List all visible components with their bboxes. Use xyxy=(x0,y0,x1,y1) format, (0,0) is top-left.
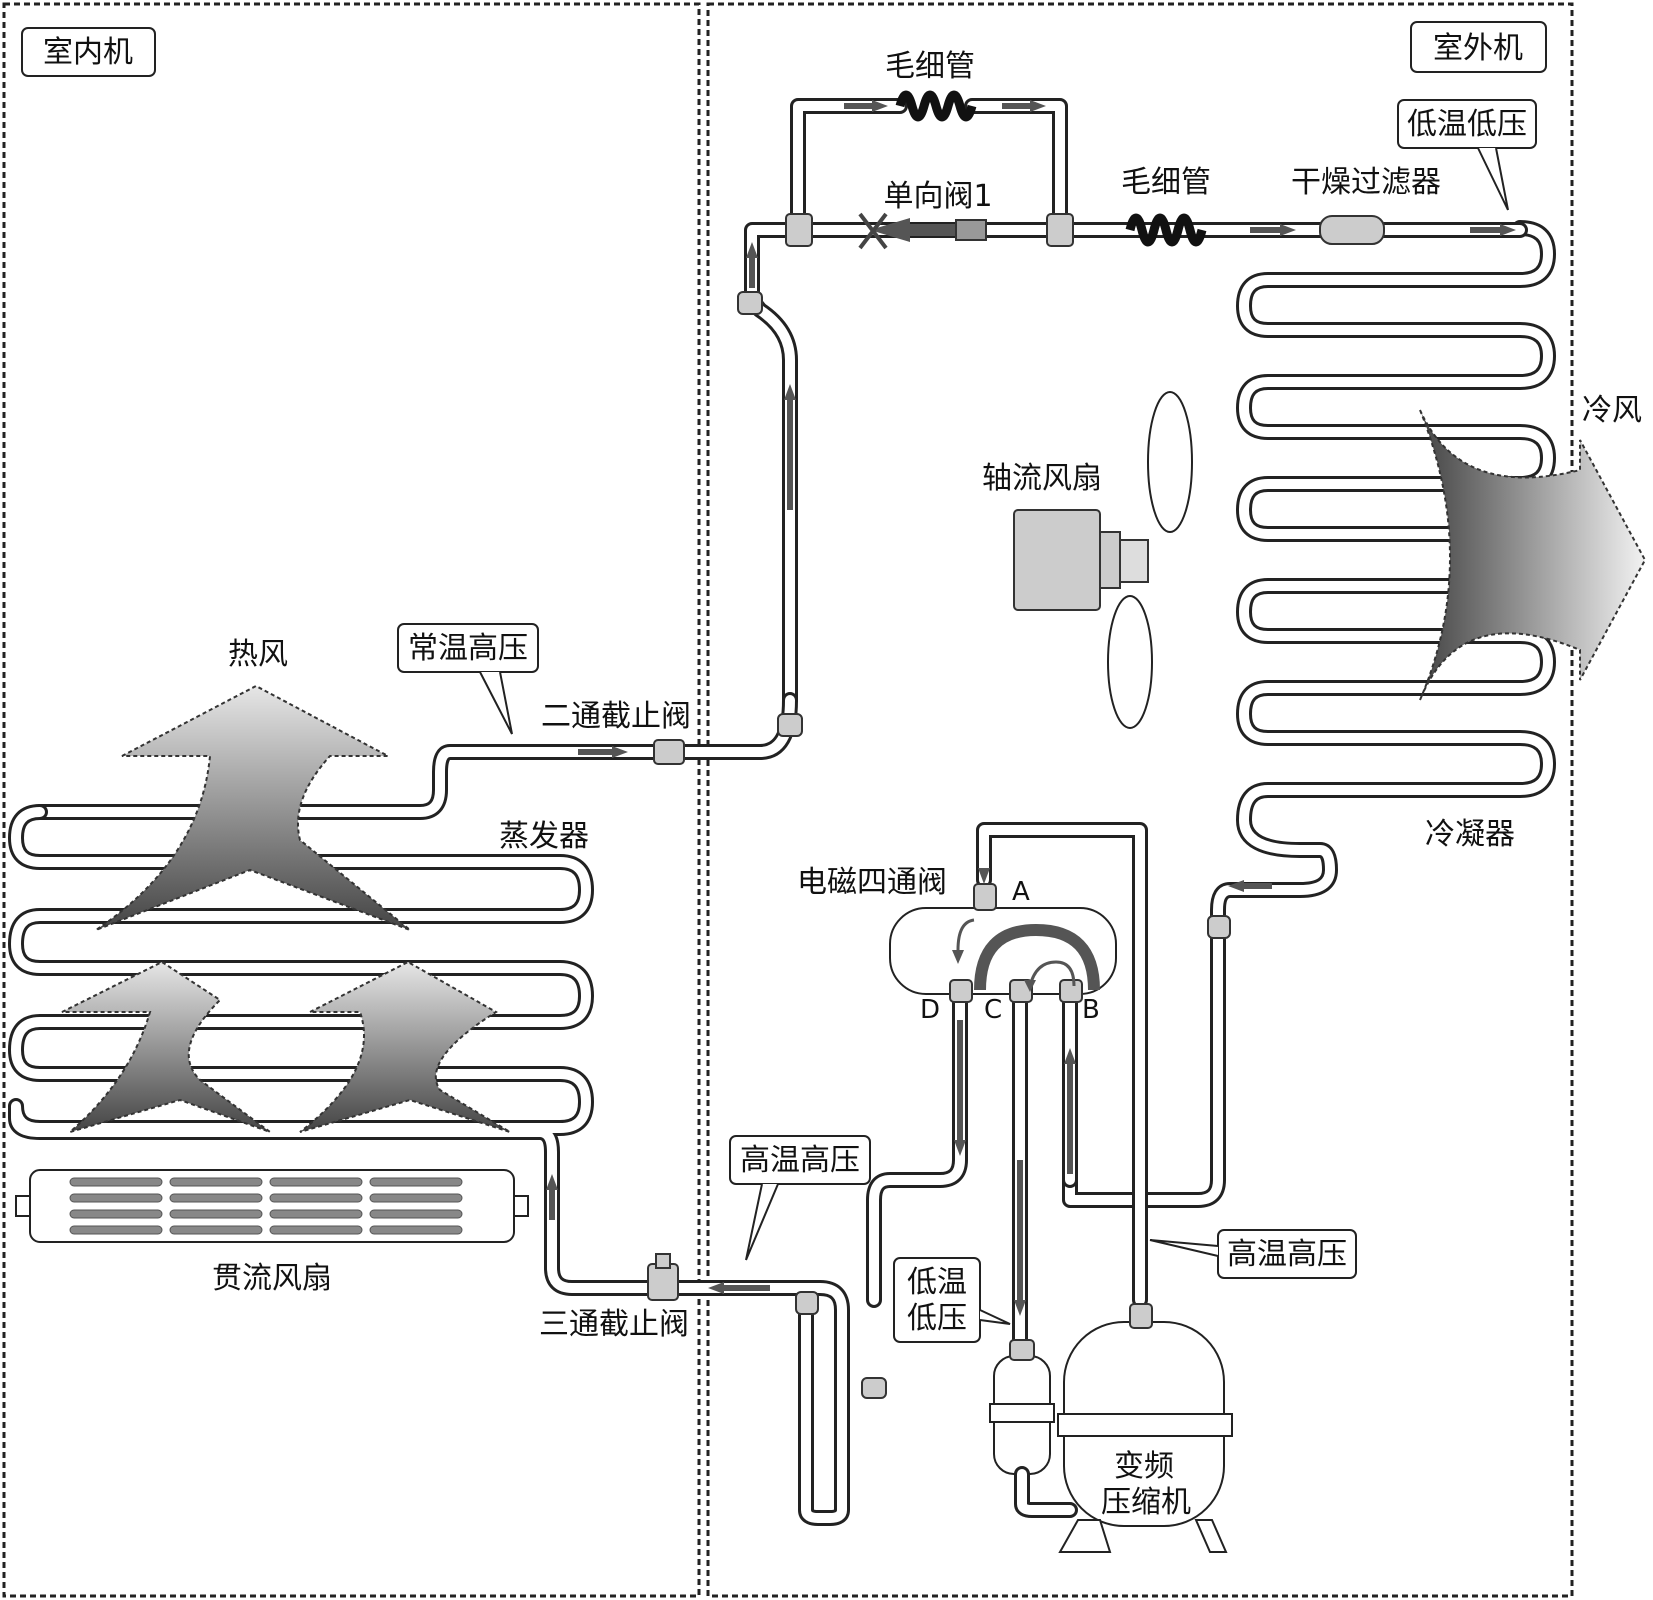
dryer-filter-label: 干燥过滤器 xyxy=(1291,165,1441,200)
outdoor-unit-label: 室外机 xyxy=(1410,21,1547,73)
svg-text:室外机: 室外机 xyxy=(1433,31,1523,66)
dryer-filter xyxy=(1319,215,1385,245)
svg-text:低温低压: 低温低压 xyxy=(1407,107,1527,142)
port-b-label: B xyxy=(1082,995,1100,1025)
hot-air-label: 热风 xyxy=(228,637,288,672)
cold-air-arrow xyxy=(1419,409,1647,701)
flow-arrows-two-way xyxy=(578,746,628,758)
capillary-top-label: 毛细管 xyxy=(885,49,975,84)
four-way-valve-label: 电磁四通阀 xyxy=(797,865,947,900)
port-a-label: A xyxy=(1012,877,1030,907)
high-temp-high-pressure-callout-right: 高温高压 xyxy=(1149,1229,1357,1279)
svg-text:低压: 低压 xyxy=(907,1301,967,1336)
crossflow-fan-label: 贯流风扇 xyxy=(212,1261,332,1296)
cold-air-label: 冷风 xyxy=(1582,393,1642,428)
capillary-top xyxy=(895,90,977,122)
axial-fan xyxy=(1013,391,1193,729)
check-valve xyxy=(785,212,1074,250)
three-way-valve-label: 三通截止阀 xyxy=(539,1307,689,1342)
three-way-valve xyxy=(647,1253,679,1301)
flow-arrows-three-way xyxy=(546,1174,770,1294)
high-temp-high-pressure-callout-left: 高温高压 xyxy=(729,1135,871,1261)
flow-arrows-top xyxy=(746,100,1516,892)
svg-text:低温: 低温 xyxy=(907,1265,967,1300)
svg-text:室内机: 室内机 xyxy=(43,35,133,70)
condenser-label: 冷凝器 xyxy=(1425,817,1515,852)
pipe-fittings xyxy=(737,291,1231,1399)
hot-air-arrows xyxy=(61,684,511,1133)
svg-text:高温高压: 高温高压 xyxy=(1227,1237,1347,1272)
inverter-compressor xyxy=(1057,1303,1233,1553)
capillary-mid xyxy=(1125,213,1207,247)
outdoor-unit-frame xyxy=(706,2,1574,1598)
two-way-valve xyxy=(653,739,685,765)
indoor-unit-label: 室内机 xyxy=(21,27,156,77)
port-d-label: D xyxy=(920,995,940,1025)
low-temp-low-pressure-callout-top: 低温低压 xyxy=(1397,99,1537,211)
svg-text:常温高压: 常温高压 xyxy=(408,631,528,666)
normal-temp-high-pressure-callout: 常温高压 xyxy=(397,623,539,735)
accumulator xyxy=(989,1339,1078,1518)
evaporator-coil xyxy=(8,804,850,1526)
flow-arrows-four-way xyxy=(954,868,1076,1316)
port-c-label: C xyxy=(984,995,1002,1025)
compressor-label-line2: 压缩机 xyxy=(1101,1485,1191,1520)
indoor-unit-frame xyxy=(2,2,701,1598)
low-temp-low-pressure-callout: 低温 低压 xyxy=(893,1257,1011,1343)
capillary-mid-label: 毛细管 xyxy=(1121,165,1211,200)
compressor-label-line1: 变频 xyxy=(1114,1449,1174,1484)
svg-text:高温高压: 高温高压 xyxy=(740,1143,860,1178)
evaporator-label: 蒸发器 xyxy=(499,819,589,854)
two-way-valve-label: 二通截止阀 xyxy=(541,699,691,734)
axial-fan-label: 轴流风扇 xyxy=(982,461,1102,496)
check-valve-label: 单向阀1 xyxy=(883,179,992,214)
condenser-coil xyxy=(1062,220,1556,1208)
crossflow-fan xyxy=(15,1169,529,1243)
